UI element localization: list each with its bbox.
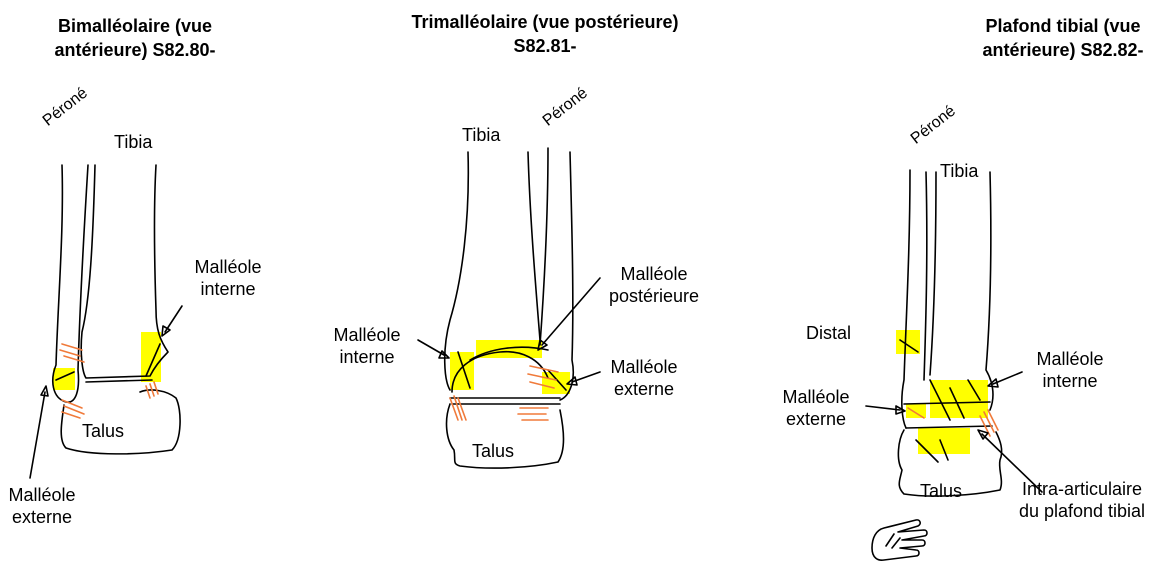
- panel-3-label-tibia: Tibia: [940, 160, 978, 182]
- panel-1-label-malleole-externe-2: externe: [0, 506, 84, 528]
- panel-2-title-line1: Trimalléolaire (vue postérieure): [380, 10, 710, 34]
- panel-3-fibula: [902, 170, 927, 428]
- panel-3-title-line1: Plafond tibial (vue: [952, 14, 1173, 38]
- panel-2-label-tibia: Tibia: [462, 124, 500, 146]
- panel-2-label-malleole-interne-2: interne: [322, 346, 412, 368]
- panel-1-label-malleole-interne-1: Malléole: [180, 256, 276, 278]
- panel-3-label-malleole-externe-2: externe: [768, 408, 864, 430]
- panel-2-fibula: [540, 148, 573, 400]
- panel-2-title: Trimalléolaire (vue postérieure) S82.81-: [380, 10, 710, 58]
- panel-2-label-malleole-externe-1: Malléole: [596, 356, 692, 378]
- panel-3-label-malleole-interne: Malléole interne: [1022, 348, 1118, 392]
- panel-1-label-malleole-externe: Malléole externe: [0, 484, 84, 528]
- panel-1-title-line1: Bimalléolaire (vue: [40, 14, 230, 38]
- panel-1-label-malleole-interne: Malléole interne: [180, 256, 276, 300]
- panel-2-label-malleole-posterieure-1: Malléole: [592, 263, 716, 285]
- panel-3-label-intra-articulaire: Intra-articulaire du plafond tibial: [994, 478, 1170, 522]
- panel-2-label-malleole-posterieure: Malléole postérieure: [592, 263, 716, 307]
- panel-3-label-malleole-interne-1: Malléole: [1022, 348, 1118, 370]
- panel-2-drawing: [418, 148, 600, 468]
- panel-3-drawing: [866, 170, 1042, 496]
- panel-3-title: Plafond tibial (vue antérieure) S82.82-: [952, 14, 1173, 62]
- panel-3-label-malleole-externe-1: Malléole: [768, 386, 864, 408]
- panel-3-label-intra-1: Intra-articulaire: [994, 478, 1170, 500]
- panel-3-label-talus: Talus: [920, 480, 962, 502]
- panel-2-label-malleole-interne-1: Malléole: [322, 324, 412, 346]
- panel-2-title-line2: S82.81-: [380, 34, 710, 58]
- pointing-hand-icon: [872, 520, 927, 560]
- panel-3-title-line2: antérieure) S82.82-: [952, 38, 1173, 62]
- panel-2-label-malleole-externe-2: externe: [596, 378, 692, 400]
- panel-2-label-talus: Talus: [472, 440, 514, 462]
- panel-3-label-malleole-externe: Malléole externe: [768, 386, 864, 430]
- panel-1-title-line2: antérieure) S82.80-: [40, 38, 230, 62]
- panel-2-label-malleole-interne: Malléole interne: [322, 324, 412, 368]
- panel-2-label-malleole-externe: Malléole externe: [596, 356, 692, 400]
- panel-1-label-talus: Talus: [82, 420, 124, 442]
- panel-3-label-intra-2: du plafond tibial: [994, 500, 1170, 522]
- panel-3-tibia: [930, 172, 993, 410]
- panel-3-label-malleole-interne-2: interne: [1022, 370, 1118, 392]
- panel-2-label-malleole-posterieure-2: postérieure: [592, 285, 716, 307]
- panel-1-title: Bimalléolaire (vue antérieure) S82.80-: [40, 14, 230, 62]
- panel-3-label-distal: Distal: [806, 322, 851, 344]
- panel-1-label-malleole-externe-1: Malléole: [0, 484, 84, 506]
- panel-1-label-malleole-interne-2: interne: [180, 278, 276, 300]
- panel-1-label-tibia: Tibia: [114, 131, 152, 153]
- panel-3-highlights: [896, 330, 988, 454]
